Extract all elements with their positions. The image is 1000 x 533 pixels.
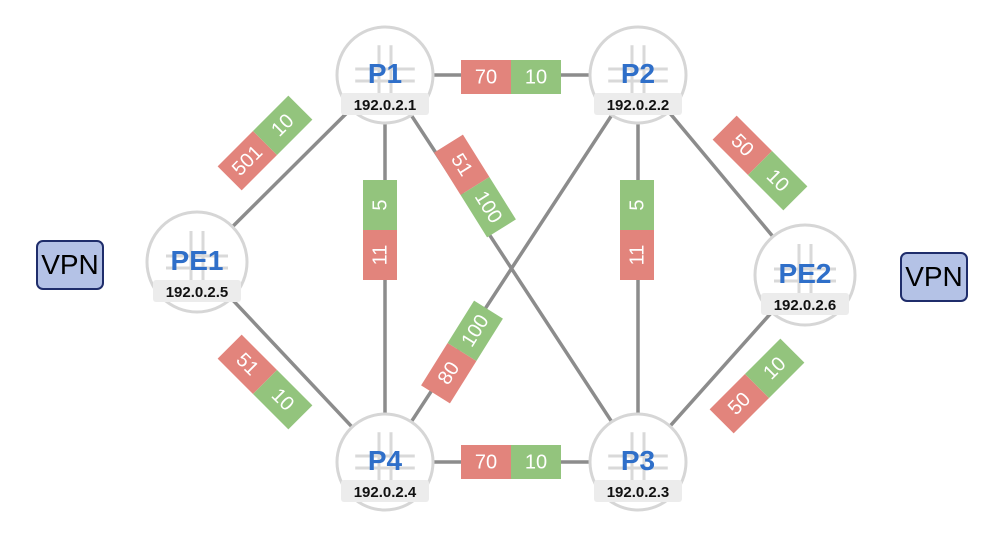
metric-red-cell	[712, 115, 773, 176]
router-name: P1	[368, 58, 402, 89]
router-ip-background	[341, 480, 429, 502]
router-name: P3	[621, 445, 655, 476]
metric-green-cell	[747, 150, 808, 211]
vpn-left-box: VPN	[36, 240, 104, 290]
metric-badge-p4-p3: 70 10	[461, 445, 561, 479]
router-p1: P1 192.0.2.1	[335, 25, 435, 125]
router-p2: P2 192.0.2.2	[588, 25, 688, 125]
router-name: P4	[368, 445, 403, 476]
metric-red-cell	[217, 334, 278, 395]
router-pe1: PE1 192.0.2.5	[145, 210, 249, 314]
metric-green-cell	[511, 445, 561, 479]
router-ip: 192.0.2.2	[607, 97, 670, 114]
metric-green-cell	[252, 369, 313, 430]
metric-red-value: 70	[475, 451, 497, 473]
router-ip: 192.0.2.5	[166, 284, 229, 301]
router-ip: 192.0.2.1	[354, 97, 417, 114]
router-ip: 192.0.2.6	[774, 297, 837, 314]
metric-green-cell	[620, 180, 654, 230]
metric-red-value: 70	[475, 66, 497, 88]
router-ip-background	[341, 93, 429, 115]
router-name: PE2	[779, 258, 832, 289]
metric-badge-p1-p4: 11 5	[363, 180, 397, 280]
router-ip-background	[761, 293, 849, 315]
router-p3: P3 192.0.2.3	[588, 412, 688, 512]
metric-green-cell	[447, 300, 503, 362]
metric-red-cell	[217, 130, 278, 191]
routers-layer: P1 192.0.2.1 P2 192.0.2.2P3 192.0.2.3 P4 192.0…	[145, 25, 857, 512]
link-pe1-p4	[229, 297, 354, 429]
router-ip-background	[594, 93, 682, 115]
router-p4: P4 192.0.2.4	[335, 412, 435, 512]
metric-green-cell	[744, 338, 805, 399]
router-name: P2	[621, 58, 655, 89]
metric-red-cell	[434, 134, 490, 196]
metric-green-value: 5	[626, 199, 648, 210]
router-ip: 192.0.2.4	[354, 484, 417, 501]
metric-green-cell	[252, 95, 313, 156]
metric-red-cell	[461, 60, 511, 94]
metric-red-cell	[709, 373, 770, 434]
metric-green-cell	[363, 180, 397, 230]
metric-green-value: 10	[525, 66, 547, 88]
links-layer	[229, 73, 775, 464]
metric-red-value: 11	[626, 245, 648, 266]
metric-green-value: 10	[525, 451, 547, 473]
router-ip-background	[594, 480, 682, 502]
router-ip-background	[153, 280, 241, 302]
metric-badge-p1-p2: 70 10	[461, 60, 561, 94]
metric-red-cell	[620, 230, 654, 280]
metric-red-cell	[461, 445, 511, 479]
link-p2-pe2	[667, 110, 775, 238]
metric-badge-p2-p3: 11 5	[620, 180, 654, 280]
router-pe2: PE2 192.0.2.6	[753, 223, 857, 327]
metric-green-value: 5	[369, 199, 391, 210]
router-ip: 192.0.2.3	[607, 484, 670, 501]
metric-red-value: 11	[369, 245, 391, 266]
metric-red-cell	[421, 342, 477, 404]
link-pe1-p1	[231, 107, 353, 228]
router-name: PE1	[171, 245, 224, 276]
vpn-right-box: VPN	[900, 252, 968, 302]
link-p3-pe2	[668, 311, 774, 428]
metric-green-cell	[511, 60, 561, 94]
metric-red-cell	[363, 230, 397, 280]
metric-green-cell	[460, 176, 516, 238]
